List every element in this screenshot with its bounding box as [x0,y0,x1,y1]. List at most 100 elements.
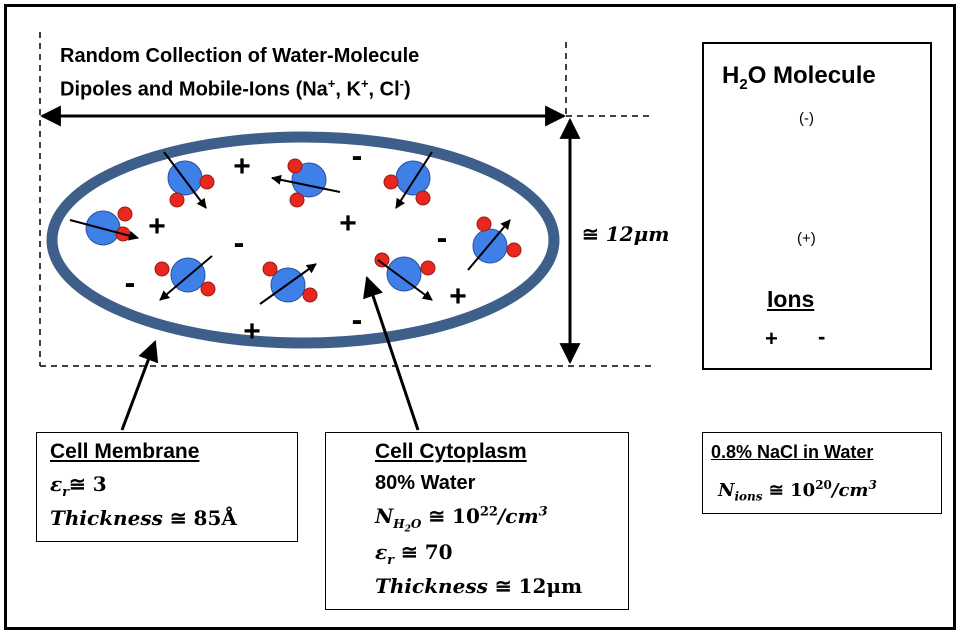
legend-positive-label: (+) [797,230,816,247]
cl-superscript: - [399,76,405,91]
nacl-n-sub: ions [734,489,763,504]
nacl-n-unit-exp: 3 [868,478,877,492]
nacl-density: Nions ≅ 1020/cm3 [718,478,877,504]
negative-ion: - [234,224,245,260]
hydrogen-atom [199,174,215,190]
water-molecule [374,252,436,301]
dipole-arrow [163,151,207,209]
membrane-eps-symbol: ε [50,472,63,496]
oxygen-atom [291,162,327,198]
membrane-thickness: Thickness ≅ 85Å [50,506,237,530]
cytoplasm-n-sub-h: H [393,517,405,531]
membrane-thickness-value: ≅ 85Å [169,506,237,530]
cell-ions: +-+-+---++ [125,137,467,347]
oxygen-atom [167,160,203,196]
dipole-arrow [259,263,317,305]
membrane-pointer-arrow [120,340,159,431]
cytoplasm-eps-sub: r [387,553,395,568]
water-molecule [163,151,215,209]
nacl-n-value: ≅ 10 [768,480,816,501]
title-close: ) [404,78,411,101]
oxygen-atom [386,256,422,292]
diagram-title: Random Collection of Water-Molecule Dipo… [60,42,419,104]
cytoplasm-water: 80% Water [375,472,476,494]
water-molecule [271,158,341,208]
nacl-title: 0.8% NaCl in Water [711,442,874,462]
dipole-arrow [159,255,213,301]
cytoplasm-eps-value: ≅ 70 [401,540,453,564]
legend-title-rest: O Molecule [747,62,876,89]
hydrogen-atom [374,252,390,268]
cytoplasm-eps-symbol: ε [375,540,388,564]
cytoplasm-permittivity: εr ≅ 70 [375,540,453,568]
water-molecule [259,261,318,305]
cytoplasm-density: NH2O ≅ 1022/cm3 [375,504,548,534]
water-molecules [69,151,522,305]
hydrogen-atom [262,261,278,277]
cytoplasm-pointer-arrow [363,276,420,431]
water-molecule [69,206,139,246]
hydrogen-atom [287,158,303,174]
positive-ion: + [449,280,467,313]
hydrogen-atom [506,242,522,258]
cell-bounding-box [39,32,652,367]
cytoplasm-thickness-label: Thickness [375,574,488,598]
dipole-arrow [271,174,341,193]
cl-text: , Cl [368,78,400,101]
negative-ion: - [125,264,136,300]
cytoplasm-n-sub-2: 2 [404,524,411,535]
dimension-value: 12μm [605,222,670,246]
negative-ion: - [352,137,363,173]
water-molecule [467,216,522,271]
hydrogen-atom [200,281,216,297]
legend-ions-title: Ions [767,286,815,312]
positive-ion: + [233,150,251,183]
dimension-label: ≅ 12μm [582,222,669,246]
membrane-title: Cell Membrane [50,440,200,463]
nacl-n-symbol: N [718,480,735,501]
water-molecule [383,151,433,209]
cytoplasm-n-exp: 22 [479,504,498,520]
hydrogen-atom [154,261,170,277]
cytoplasm-thickness: Thickness ≅ 12μm [375,574,582,598]
legend-title-sub: 2 [739,75,748,93]
title-line-2-text: Dipoles and Mobile-Ions (Na [60,78,328,101]
k-superscript: + [360,76,369,91]
legend-plus-ion: + [765,326,778,351]
hydrogen-atom [289,192,305,208]
cytoplasm-n-symbol: N [375,504,394,528]
nacl-n-unit: /cm [831,480,869,501]
nacl-n-exp: 20 [815,478,832,492]
membrane-permittivity: εr≅ 3 [50,472,107,500]
hydrogen-atom [383,174,399,190]
membrane-eps-sub: r [62,485,70,500]
dipole-arrow [395,151,433,209]
negative-ion: - [352,301,363,337]
cytoplasm-title: Cell Cytoplasm [375,440,527,463]
legend-negative-label: (-) [799,110,814,127]
hydrogen-atom [476,216,492,232]
membrane-eps-value: ≅ 3 [69,472,107,496]
cytoplasm-n-value: ≅ 10 [428,504,480,528]
nacl-box [702,432,942,514]
hydrogen-atom [169,192,185,208]
hydrogen-atom [415,190,431,206]
positive-ion: + [148,210,166,243]
dipole-arrow [69,219,139,241]
na-superscript: + [327,76,336,91]
title-line-1: Random Collection of Water-Molecule [60,45,420,67]
cytoplasm-n-unit: /cm [497,504,539,528]
negative-ion: - [437,219,448,255]
hydrogen-atom [420,260,436,276]
title-line-2: Dipoles and Mobile-Ions (Na+, K+, Cl-) [60,70,419,104]
cytoplasm-n-subscript: H2O [393,517,421,535]
positive-ion: + [243,315,261,348]
dimension-symbol: ≅ [582,222,599,246]
legend-title: H2O Molecule [722,62,876,93]
membrane-box [36,432,298,542]
dipole-arrow [467,219,511,271]
membrane-thickness-label: Thickness [50,506,163,530]
hydrogen-atom [117,206,133,222]
legend-minus-ion: - [818,324,826,349]
